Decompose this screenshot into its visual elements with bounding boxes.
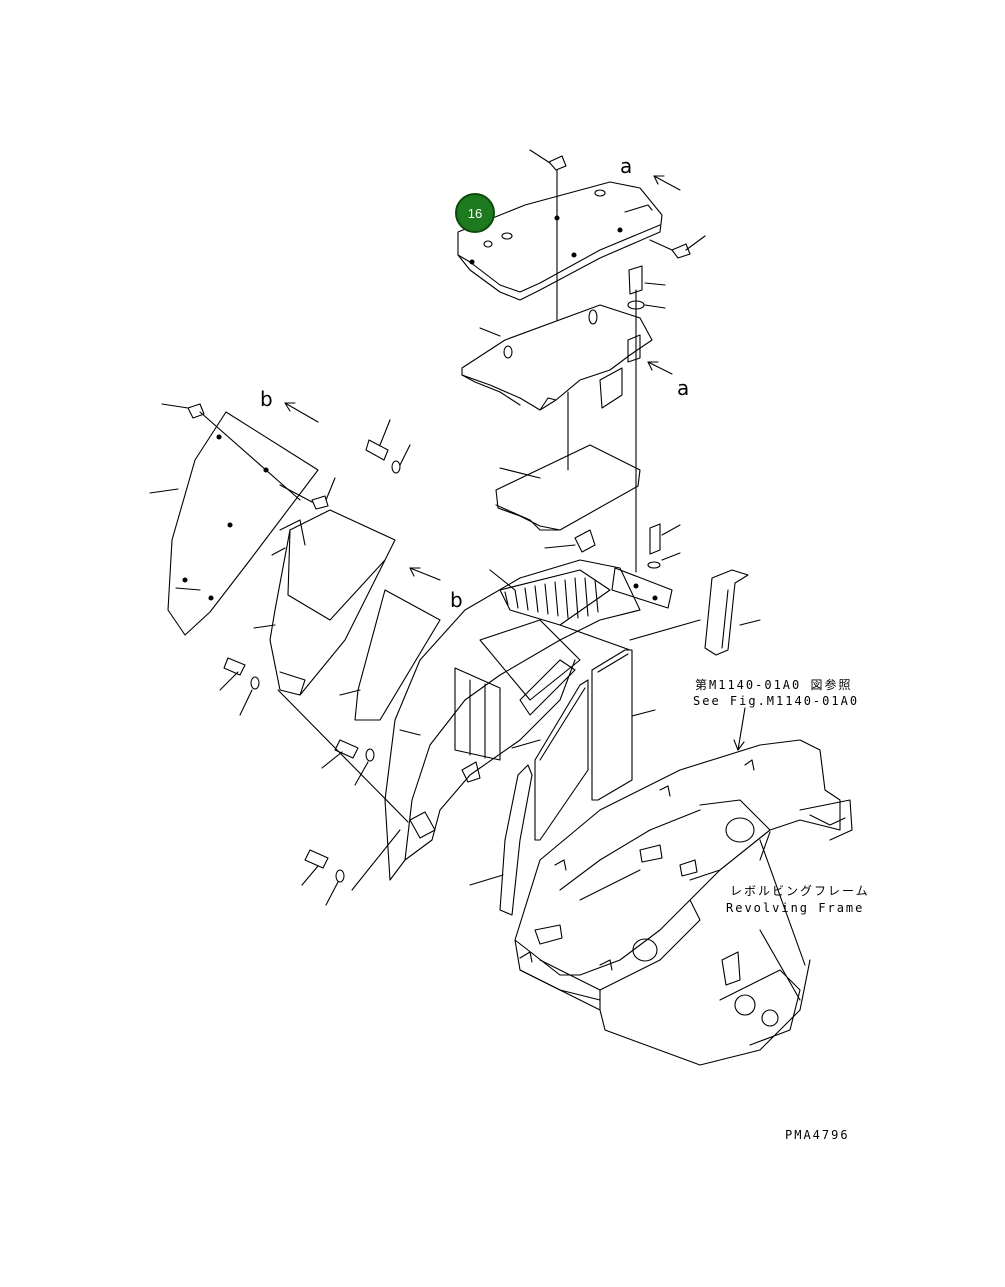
main-fender-cover xyxy=(384,559,641,881)
bolt-left-lower xyxy=(219,657,409,823)
insulation-pad xyxy=(495,444,641,531)
drawing-code: PMA4796 xyxy=(785,1128,850,1142)
screw-left-mid xyxy=(279,477,336,510)
view-marker-b-mid: b xyxy=(450,588,463,612)
side-bracket-frame xyxy=(253,509,396,696)
view-marker-a-side: a xyxy=(677,376,690,400)
bolt-center-lower xyxy=(321,739,375,786)
bolt-washer-a xyxy=(627,265,666,310)
vertical-pad-1 xyxy=(511,679,589,841)
see-fig-japanese: 第M1140-01A0 図参照 xyxy=(695,678,853,692)
vertical-pad-2 xyxy=(591,649,656,801)
vertical-strip xyxy=(469,764,533,916)
screw-top xyxy=(529,149,567,197)
bolt-washer-b xyxy=(647,523,681,569)
see-fig-english: See Fig.M1140-01A0 xyxy=(693,694,860,708)
clip-small xyxy=(544,529,596,553)
bolt-bottom-left xyxy=(301,829,401,906)
top-cover-plate xyxy=(457,181,663,301)
frame-label-japanese: レボルビングフレーム xyxy=(730,884,870,898)
view-marker-a-top: a xyxy=(620,154,633,178)
bolt-left-upper xyxy=(365,419,411,474)
upper-right-bracket xyxy=(611,567,673,609)
frame-label-english: Revolving Frame xyxy=(726,901,865,915)
screw-left xyxy=(161,403,301,501)
filler-strip xyxy=(339,589,441,721)
screw-right xyxy=(649,235,706,259)
callout-badge-16: 16 xyxy=(455,193,495,233)
callout-number: 16 xyxy=(467,205,483,221)
revolving-frame xyxy=(514,739,853,1066)
view-marker-b-left: b xyxy=(260,387,273,411)
bracket-plate xyxy=(461,304,653,411)
seal-strip-right xyxy=(629,569,761,656)
